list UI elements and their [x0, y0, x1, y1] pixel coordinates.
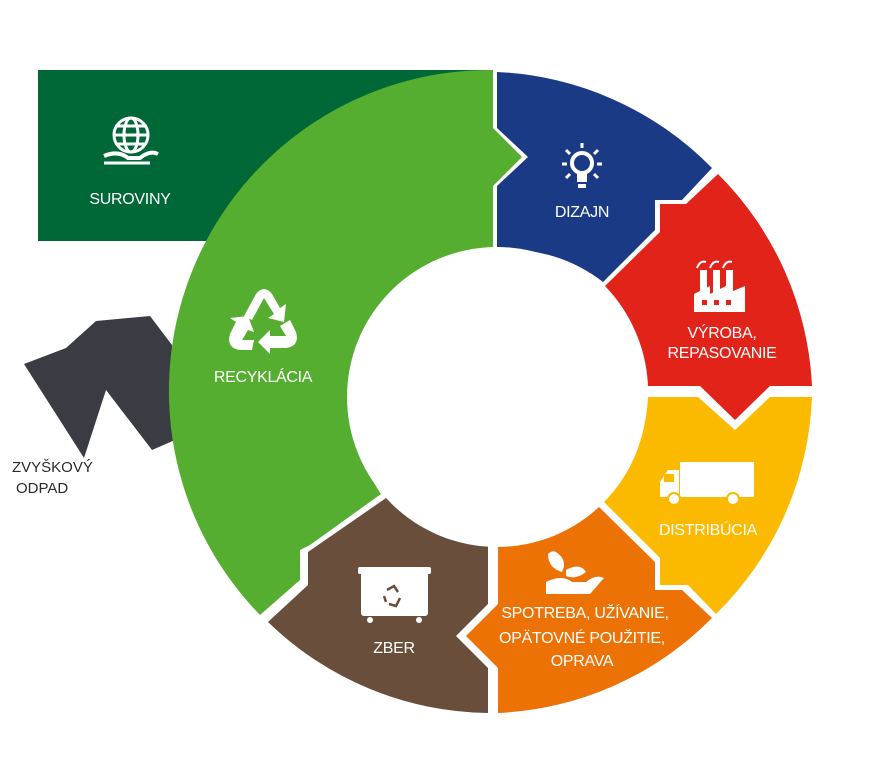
factory-icon	[694, 260, 745, 312]
zber-label: ZBER	[373, 640, 414, 657]
spotreba-label-line1: SPOTREBA, UŽÍVANIE,	[501, 603, 668, 622]
vyroba-label-line1: VÝROBA,	[687, 323, 756, 342]
recycle-icon	[229, 289, 297, 354]
dizajn-label: DIZAJN	[555, 204, 609, 221]
stage-dizajn	[497, 72, 712, 282]
vyroba-label-line2: REPASOVANIE	[667, 345, 776, 362]
leaf-hand-icon	[546, 551, 604, 594]
spotreba-label-line2: OPÄTOVNÉ POUŽITIE,	[499, 628, 665, 647]
spotreba-label-line3: OPRAVA	[551, 653, 614, 670]
suroviny-label: SUROVINY	[89, 191, 171, 208]
lightbulb-icon	[562, 143, 602, 188]
globe-hand-icon	[103, 116, 159, 165]
stage-recyklacia	[168, 69, 522, 616]
stage-spotreba	[466, 505, 712, 713]
residual-waste-label-line2: ODPAD	[16, 480, 68, 497]
truck-icon	[660, 462, 754, 506]
recycling-bin-icon	[358, 567, 431, 623]
residual-waste-arrow	[24, 316, 175, 458]
stage-distribucia	[602, 397, 812, 614]
recyklacia-label: RECYKLÁCIA	[214, 367, 313, 386]
distribucia-label: DISTRIBÚCIA	[659, 520, 758, 539]
center-hole	[347, 247, 647, 547]
residual-waste-label-line1: ZVYŠKOVÝ	[12, 459, 93, 476]
